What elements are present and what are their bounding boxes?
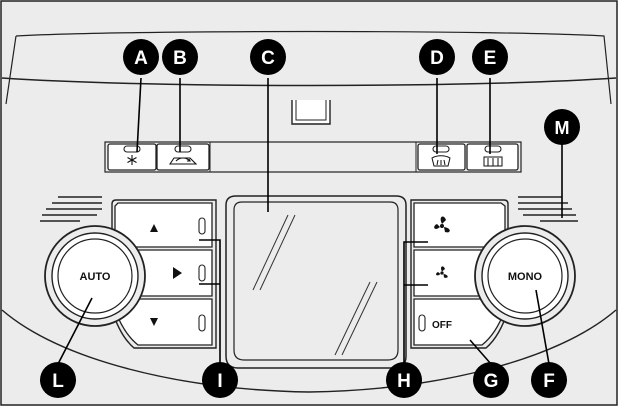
arrow-up-icon (150, 224, 158, 232)
temp-down-button[interactable] (114, 298, 213, 346)
center-display (225, 195, 407, 369)
mono-label: MONO (508, 271, 543, 283)
callout-i: I (202, 362, 238, 398)
recirculation-button[interactable] (156, 143, 210, 171)
auto-label: AUTO (80, 271, 111, 283)
ac-button[interactable] (107, 143, 157, 171)
callout-i-letter: I (217, 371, 222, 392)
callout-a: A (123, 39, 159, 75)
callout-m: M (544, 109, 580, 145)
leader-lines (57, 77, 563, 365)
rear-window-demist-icon (483, 156, 503, 167)
bezel-left-edge (5, 35, 17, 105)
callout-m-letter: M (555, 118, 570, 138)
callout-f-letter: F (543, 371, 555, 392)
callout-e: E (472, 39, 508, 75)
windscreen-demist-button[interactable] (417, 143, 466, 171)
display-glare (252, 214, 378, 356)
callout-c-letter: C (261, 48, 275, 69)
callout-c: C (250, 39, 286, 75)
callout-d: D (419, 39, 455, 75)
fan-icon (436, 266, 448, 278)
recirculation-icon (168, 157, 198, 165)
callout-h-letter: H (397, 371, 411, 392)
windscreen-demist-icon (431, 155, 451, 167)
callout-l-letter: L (52, 371, 64, 392)
callout-d-letter: D (430, 48, 444, 69)
callout-a-letter: A (134, 48, 148, 69)
callout-g: G (473, 362, 509, 398)
callout-g-letter: G (484, 371, 499, 392)
lower-bezel-line (1, 309, 617, 393)
center-slot-inner (295, 100, 327, 121)
center-slot (291, 100, 331, 125)
callout-e-letter: E (484, 48, 497, 69)
mono-knob[interactable]: MONO (474, 225, 576, 327)
auto-knob[interactable]: AUTO (44, 225, 146, 327)
arrow-right-icon (173, 267, 182, 279)
rear-window-demist-button[interactable] (466, 143, 519, 171)
callout-l: L (40, 362, 76, 398)
fan-icon (434, 216, 450, 233)
callout-b: B (162, 39, 198, 75)
snowflake-icon (127, 155, 137, 165)
bezel-top-curve (15, 30, 612, 105)
left-vent-grille (40, 196, 102, 222)
callout-h: H (386, 362, 422, 398)
callout-f: F (531, 362, 567, 398)
callout-b-letter: B (173, 48, 187, 69)
upper-bezel-line (1, 77, 617, 87)
arrow-down-icon (150, 318, 158, 326)
fan-high-button[interactable] (413, 202, 506, 248)
off-label: OFF (432, 320, 452, 331)
right-vent-grille (518, 196, 578, 222)
temp-up-button[interactable] (114, 202, 213, 248)
